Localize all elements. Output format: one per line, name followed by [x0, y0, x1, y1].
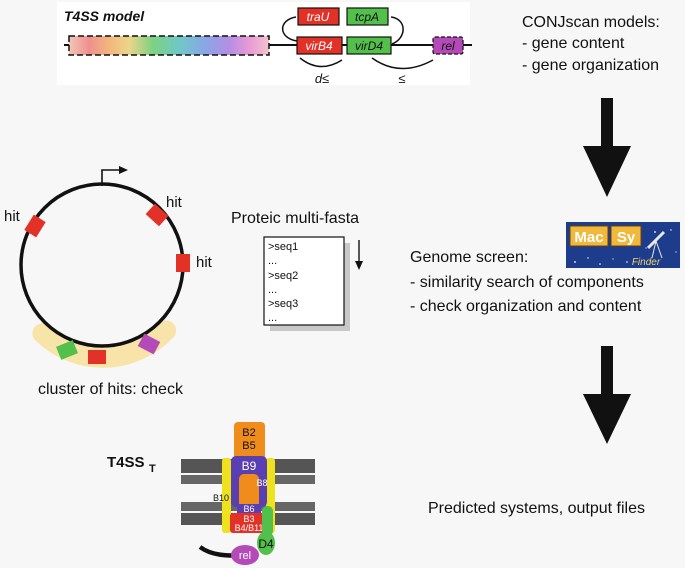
left-alternative-bracket [281, 16, 298, 42]
t4ss-structure: T4SS T B2 B5 B9 B10 B8 B6 B3 B4/B11 D4 r… [107, 422, 315, 565]
genome-screen-item: - check organization and content [410, 298, 642, 315]
gene-traU [297, 7, 340, 26]
macsyfinder-logo: Mac Sy Finder [566, 222, 680, 268]
logo-sy: Sy [617, 229, 636, 246]
model-title: T4SS model [64, 8, 145, 24]
fasta-line: ... [268, 255, 277, 267]
gene-rel [432, 36, 464, 55]
gene-cluster-bar [68, 35, 270, 56]
cluster-hit-red [88, 350, 106, 364]
conjscan-title: CONJscan models: [522, 14, 660, 31]
component-d4 [257, 531, 275, 555]
rel-label: rel [239, 550, 251, 562]
logo-finder: Finder [632, 257, 661, 268]
b8-label: B8 [256, 478, 267, 488]
output-text: Predicted systems, output files [428, 500, 645, 517]
component-b3-b4-b11 [230, 513, 268, 533]
t4ss-label-subscript: T [149, 463, 156, 475]
hit-label: hit [166, 194, 183, 211]
gene-virB4 [296, 36, 343, 55]
distance-label-1: d≤ [315, 71, 329, 86]
hit-label: hit [196, 254, 213, 271]
gene-virB4-label: virB4 [305, 39, 333, 53]
gene-rel-label: rel [441, 39, 455, 53]
b2-label: B2 [242, 427, 255, 439]
telescope-icon [646, 230, 666, 250]
genome-screen-title: Genome screen: [410, 249, 528, 266]
genome-screen-item: - similarity search of components [410, 274, 644, 291]
fasta-line: >seq1 [268, 241, 298, 253]
promoter-arrow [101, 169, 120, 186]
conjscan-item: - gene organization [522, 57, 659, 74]
hit-marker [24, 214, 46, 238]
hit-marker [176, 254, 190, 272]
component-d4-stalk [262, 506, 273, 536]
fasta-line: ... [268, 312, 277, 324]
circular-genome-panel: hit hit hit cluster of hits: check [4, 166, 213, 398]
b4b11-label: B4/B11 [235, 523, 264, 533]
right-alternative-bracket [390, 16, 404, 45]
gene-traU-label: traU [307, 10, 330, 24]
gene-virD4 [346, 36, 392, 55]
distance-arc-1 [299, 57, 343, 68]
b6-label: B6 [243, 504, 254, 514]
multi-fasta-panel: Proteic multi-fasta >seq1 ... >seq2 ... … [231, 210, 363, 331]
cluster-hit-purple [137, 333, 161, 355]
t4ss-label: T4SS [107, 454, 145, 471]
hit-label: hit [4, 208, 21, 225]
genome-screen-description: Genome screen: - similarity search of co… [410, 249, 644, 315]
fasta-line: >seq3 [268, 298, 298, 310]
logo-mac: Mac [574, 229, 603, 246]
conjscan-description: CONJscan models: - gene content - gene o… [522, 14, 660, 74]
flow-arrow-1 [583, 98, 631, 197]
component-b2-b5 [234, 422, 265, 466]
d4-label: D4 [258, 537, 274, 551]
fasta-down-arrowhead [355, 261, 363, 270]
fasta-title: Proteic multi-fasta [231, 210, 359, 227]
component-b6 [237, 504, 261, 513]
gene-tcpA [346, 7, 389, 26]
b3-label: B3 [243, 514, 254, 524]
component-b2-channel [239, 474, 259, 508]
circle-caption: cluster of hits: check [38, 381, 184, 398]
component-b10-left [222, 458, 231, 533]
distance-arc-2 [371, 57, 434, 70]
fasta-line: >seq2 [268, 270, 298, 282]
fasta-line: ... [268, 284, 277, 296]
fasta-document [263, 236, 345, 326]
component-rel [231, 545, 259, 565]
distance-label-2: ≤ [398, 71, 405, 86]
b9-label: B9 [242, 459, 257, 473]
conjscan-item: - gene content [522, 35, 625, 52]
cluster-hit-green [56, 340, 78, 360]
t4ss-model-panel: T4SS model traU tcpA virB4 virD4 rel d≤ … [57, 2, 472, 86]
b10-label: B10 [213, 493, 229, 503]
hit-marker [145, 203, 169, 227]
flow-arrow-2 [583, 346, 631, 444]
gene-virD4-label: virD4 [355, 39, 383, 53]
gene-tcpA-label: tcpA [355, 10, 379, 24]
promoter-arrowhead [119, 166, 128, 174]
b5-label: B5 [242, 440, 255, 452]
